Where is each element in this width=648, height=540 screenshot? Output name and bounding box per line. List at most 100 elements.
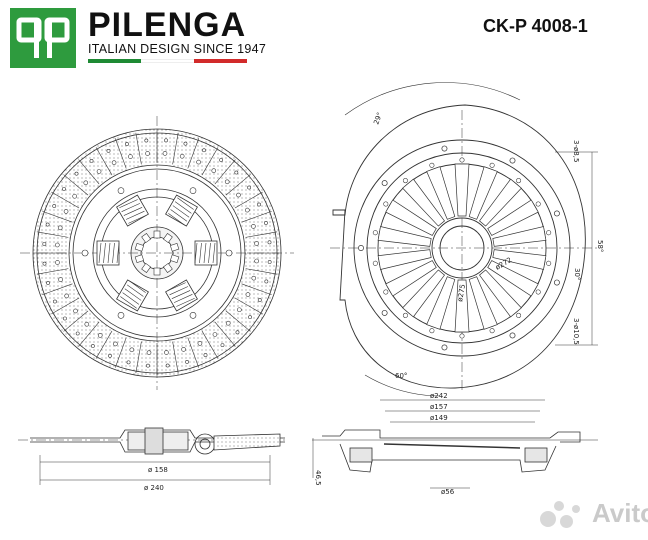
- avito-dots-icon: [540, 499, 588, 529]
- spline-tooth: [169, 254, 180, 264]
- friction-segment-line: [135, 132, 142, 165]
- holes-3x10-5-label: 3-ø10,5: [572, 318, 580, 345]
- rivet: [75, 331, 80, 336]
- diaphragm-finger: [454, 279, 470, 339]
- rivet: [57, 225, 63, 231]
- rivet: [45, 222, 50, 227]
- diaphragm-finger: [479, 178, 522, 227]
- diaphragm-finger: [492, 249, 552, 270]
- friction-segment-line: [63, 310, 89, 332]
- rivet: [181, 347, 186, 352]
- rivet: [113, 341, 118, 347]
- rivet: [125, 142, 129, 146]
- hub-hole: [225, 249, 233, 257]
- diaphragm-finger: [487, 260, 541, 297]
- rivet: [212, 332, 218, 337]
- rivet: [63, 316, 67, 321]
- friction-segment-line: [187, 138, 200, 169]
- rivet: [90, 344, 95, 348]
- disc-spring-group: [81, 187, 233, 319]
- friction-segment-line: [172, 132, 179, 165]
- rivet: [211, 168, 217, 173]
- rivet: [144, 138, 149, 143]
- angle-29-label: 29°: [372, 111, 384, 125]
- rivet: [225, 320, 231, 326]
- dia-275-label: ø275: [456, 284, 467, 303]
- rivet: [224, 179, 230, 185]
- rivet: [264, 221, 268, 225]
- rivet: [251, 224, 256, 229]
- rivet: [63, 209, 69, 214]
- rivet: [111, 160, 117, 165]
- rivet: [183, 141, 188, 146]
- friction-segment-line: [36, 231, 69, 238]
- dia-149-label: ø149: [430, 414, 448, 422]
- rivet: [146, 363, 150, 368]
- diaphragm-finger: [383, 199, 437, 236]
- spline-tooth: [162, 262, 173, 273]
- rivet: [74, 171, 79, 176]
- dia-56-label: ø56: [441, 488, 455, 496]
- friction-segment-line: [51, 191, 80, 209]
- diaphragm-finger: [487, 199, 541, 236]
- clutch-disc-front-view: [20, 116, 294, 390]
- hub-hole: [81, 249, 89, 257]
- rivet: [203, 353, 208, 357]
- angle-30-label: 30°: [573, 268, 581, 280]
- damper-spring: [116, 187, 149, 227]
- friction-segment-line: [78, 159, 100, 185]
- diaphragm-finger: [372, 226, 432, 247]
- rivet: [267, 260, 272, 264]
- pressure-plate-section-view: [312, 399, 598, 489]
- rivet: [145, 151, 150, 156]
- diaphragm-finger: [372, 249, 432, 270]
- spline-tooth: [153, 230, 161, 239]
- diaphragm-finger: [492, 226, 552, 247]
- rivet: [55, 260, 60, 265]
- brand-tagline: ITALIAN DESIGN SINCE 1947: [88, 42, 267, 56]
- rivet: [165, 363, 170, 368]
- rivet: [237, 307, 242, 313]
- rivet: [245, 292, 251, 297]
- diaphragm-finger: [468, 276, 498, 334]
- italian-flag-stripe: [88, 59, 247, 63]
- rivet: [126, 360, 131, 365]
- rivet: [58, 277, 63, 282]
- rivet: [164, 138, 168, 143]
- hub-hole: [189, 312, 197, 319]
- rivet: [73, 308, 78, 314]
- dia-158-label: ø 158: [148, 466, 168, 474]
- spline-tooth: [169, 242, 180, 252]
- friction-segment-line: [63, 174, 89, 196]
- height-46-5-label: 46,5: [314, 470, 322, 486]
- rivet: [267, 240, 272, 245]
- holes-3x8-5-label: 3-ø8,5: [572, 140, 580, 162]
- mounting-hole: [509, 157, 516, 164]
- rivet: [84, 321, 90, 327]
- friction-segment-line: [234, 191, 263, 209]
- mounting-hole: [381, 309, 388, 316]
- rivet: [46, 281, 50, 285]
- brand-logo-mark: [10, 8, 76, 68]
- mounting-hole-group: [358, 145, 560, 351]
- spline-tooth: [141, 233, 152, 244]
- friction-segment-line: [234, 297, 263, 315]
- mounting-hole: [553, 279, 560, 286]
- clutch-disc-section-view: [18, 427, 288, 485]
- pressure-plate-front-view: [330, 82, 600, 397]
- rivet: [52, 204, 57, 208]
- mounting-hole: [441, 145, 448, 152]
- rivet: [64, 293, 69, 299]
- friction-segment-line: [135, 341, 142, 374]
- rivet: [245, 207, 250, 213]
- friction-segment-line: [225, 310, 251, 332]
- rivet: [197, 341, 203, 346]
- diaphragm-finger: [454, 157, 470, 217]
- rivet: [72, 193, 77, 199]
- rivet: [234, 170, 239, 175]
- rivet: [196, 159, 201, 165]
- dia-242-label: ø242: [430, 392, 448, 400]
- friction-segment-line: [51, 297, 80, 315]
- rivet: [257, 298, 262, 302]
